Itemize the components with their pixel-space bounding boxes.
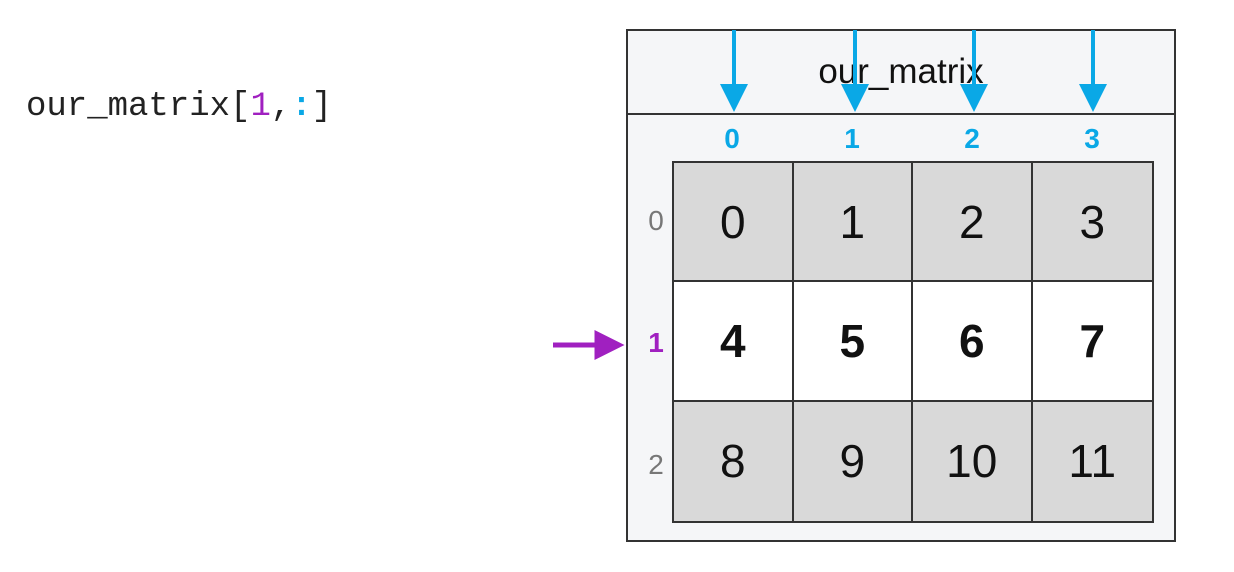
code-open-bracket: [: [230, 88, 251, 126]
col-index-1: 1: [844, 123, 860, 154]
code-expression: our_matrix[1,:]: [26, 84, 332, 130]
matrix-cell: 2: [913, 163, 1033, 283]
code-row-index: 1: [250, 88, 271, 126]
matrix-cell-selected: 6: [913, 282, 1033, 402]
col-index-0: 0: [724, 123, 740, 154]
code-col-slice: :: [291, 88, 312, 126]
matrix-grid: 0 1 2 3 4 5 6 7 8 9 10 11: [672, 161, 1154, 523]
matrix-cell: 1: [793, 163, 913, 283]
matrix-cell-selected: 7: [1032, 282, 1152, 402]
matrix-cell: 10: [913, 401, 1033, 521]
matrix-cell: 9: [793, 401, 913, 521]
matrix-cell-selected: 4: [674, 282, 794, 402]
matrix-cell: 8: [674, 401, 794, 521]
column-arrows: [720, 30, 1107, 112]
row-index-1: 1: [648, 327, 664, 358]
code-comma: ,: [270, 88, 292, 126]
matrix-panel: our_matrix 0 1 2 3 0 1 2 0 1 2 3 4 5 6 7…: [626, 29, 1176, 542]
code-variable: our_matrix: [26, 88, 231, 126]
row-index-0: 0: [648, 205, 664, 236]
col-index-2: 2: [964, 123, 980, 154]
code-close-bracket: ]: [311, 88, 333, 126]
matrix-cell: 11: [1032, 401, 1152, 521]
matrix-cell-selected: 5: [793, 282, 913, 402]
col-index-3: 3: [1084, 123, 1100, 154]
matrix-cell: 3: [1032, 163, 1152, 283]
matrix-cell: 0: [674, 163, 794, 283]
row-index-2: 2: [648, 449, 664, 480]
